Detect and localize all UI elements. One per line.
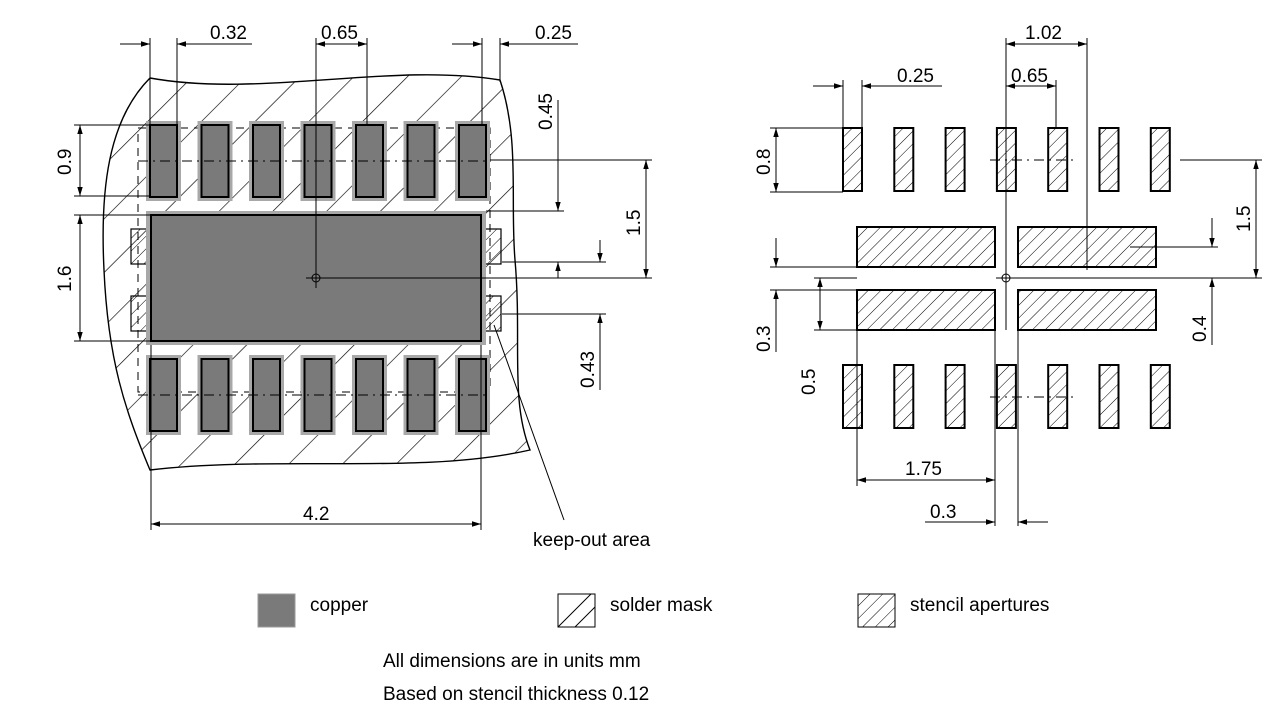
dim-pad-length: 0.9 <box>55 149 76 175</box>
dim-edge-offset: 0.45 <box>536 93 557 130</box>
dim-thermal-width: 4.2 <box>303 504 329 525</box>
stencil-aperture <box>1098 364 1120 429</box>
legend-solder-mask-label: solder mask <box>610 595 713 616</box>
right-dimension-lines <box>770 38 1262 526</box>
stencil-aperture <box>893 364 915 429</box>
dim-side-tab: 0.43 <box>578 351 599 388</box>
stencil-block <box>856 226 996 268</box>
legend-copper-label: copper <box>310 595 369 616</box>
dim-pitch: 0.65 <box>321 23 358 44</box>
stencil-aperture <box>1098 127 1120 192</box>
stencil-block <box>856 289 996 331</box>
legend-stencil-label: stencil apertures <box>910 595 1049 616</box>
dim-thermal-height: 1.6 <box>55 266 76 292</box>
keepout-label: keep-out area <box>533 530 651 551</box>
stencil-aperture <box>842 127 863 192</box>
right-dimension-labels: 0.25 0.65 1.02 0.8 0.3 0.5 1.5 0.4 1.75 … <box>754 23 1255 523</box>
dim-pad-width: 0.32 <box>210 23 247 44</box>
notes: All dimensions are in units mm Based on … <box>383 651 649 705</box>
dim-gap-left: 0.3 <box>754 326 775 352</box>
note-units: All dimensions are in units mm <box>383 651 641 672</box>
left-dimension-labels: 0.32 0.65 0.25 0.9 1.6 0.45 1.5 0.43 4.2… <box>55 23 651 551</box>
stencil-aperture <box>842 364 863 429</box>
stencil-aperture <box>1149 364 1171 429</box>
stencil-aperture <box>1149 127 1171 192</box>
left-dimension-lines <box>74 38 652 530</box>
dim-row-to-center: 1.5 <box>1234 206 1255 232</box>
thermal-apertures <box>856 226 1157 331</box>
stencil-aperture <box>944 127 966 192</box>
dim-mask-clearance: 0.25 <box>535 23 572 44</box>
legend-solder-mask-swatch <box>557 593 596 628</box>
right-view: 0.25 0.65 1.02 0.8 0.3 0.5 1.5 0.4 1.75 … <box>754 23 1262 526</box>
dim-offset: 1.02 <box>1025 23 1062 44</box>
stencil-aperture <box>944 364 966 429</box>
note-stencil: Based on stencil thickness 0.12 <box>383 684 649 705</box>
dim-block-width: 1.75 <box>905 459 942 480</box>
dim-aperture-length: 0.8 <box>754 149 775 175</box>
legend: copper solder mask stencil apertures <box>257 593 1049 628</box>
legend-stencil-swatch <box>857 593 896 628</box>
stencil-block <box>1017 289 1157 331</box>
bottom-pad-row <box>138 355 490 435</box>
side-tabs <box>130 228 502 332</box>
stencil-aperture <box>893 127 915 192</box>
dim-pitch: 0.65 <box>1011 66 1048 87</box>
left-view: 0.32 0.65 0.25 0.9 1.6 0.45 1.5 0.43 4.2… <box>55 23 652 551</box>
top-pad-row <box>138 121 490 201</box>
dim-block-gap: 0.3 <box>930 502 956 523</box>
legend-copper-swatch <box>257 593 296 628</box>
dim-gap: 0.4 <box>1190 315 1211 342</box>
bottom-aperture-row <box>842 364 1171 429</box>
dim-aperture-block-height: 0.5 <box>799 369 820 395</box>
dim-row-to-center: 1.5 <box>624 210 645 236</box>
dim-aperture-width: 0.25 <box>897 66 934 87</box>
